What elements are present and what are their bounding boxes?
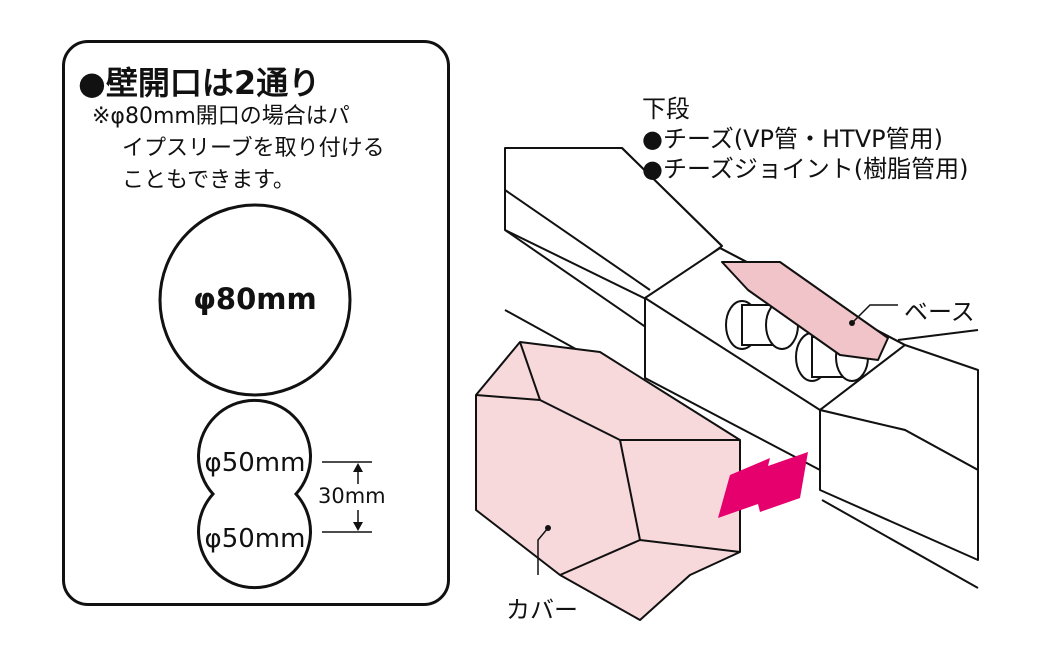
cover-label: カバー [506,596,578,624]
note-line-1: ※φ80mm開口の場合はパ [92,104,350,129]
pitch-label: 30mm [318,484,386,508]
opening-50-bottom-label: φ50mm [204,524,306,554]
base-leader-dot [849,320,855,326]
lower-tier-item-1: ●チーズ(VP管・HTVP管用) [642,125,943,153]
panel-title: ●壁開口は2通り [78,64,321,102]
lower-tier-item-2: ●チーズジョイント(樹脂管用) [642,155,969,183]
lower-tier-heading: 下段 [642,95,690,123]
cover-leader-dot [545,525,551,531]
cover-part [475,341,741,621]
insert-arrow [718,452,808,518]
base-leader-line [851,304,898,324]
panel-note: ※φ80mm開口の場合はパ イプスリーブを取り付ける こともできます。 [92,101,432,197]
cover-leader-line [537,527,549,575]
note-line-3: こともできます。 [122,168,295,193]
base-label: ベース [904,298,975,326]
note-line-2: イプスリーブを取り付ける [122,136,385,161]
dimension-arrow-up [353,463,363,472]
opening-50-top-label: φ50mm [204,448,306,478]
lower-tier-callout: 下段 ●チーズ(VP管・HTVP管用) ●チーズジョイント(樹脂管用) [642,94,968,184]
dimension-arrow-down [353,522,363,531]
opening-double-50 [197,398,312,590]
base-part [721,261,889,361]
dimension-30mm [322,461,372,533]
opening-80-label: φ80mm [193,282,317,316]
opening-circle-80 [158,203,352,397]
